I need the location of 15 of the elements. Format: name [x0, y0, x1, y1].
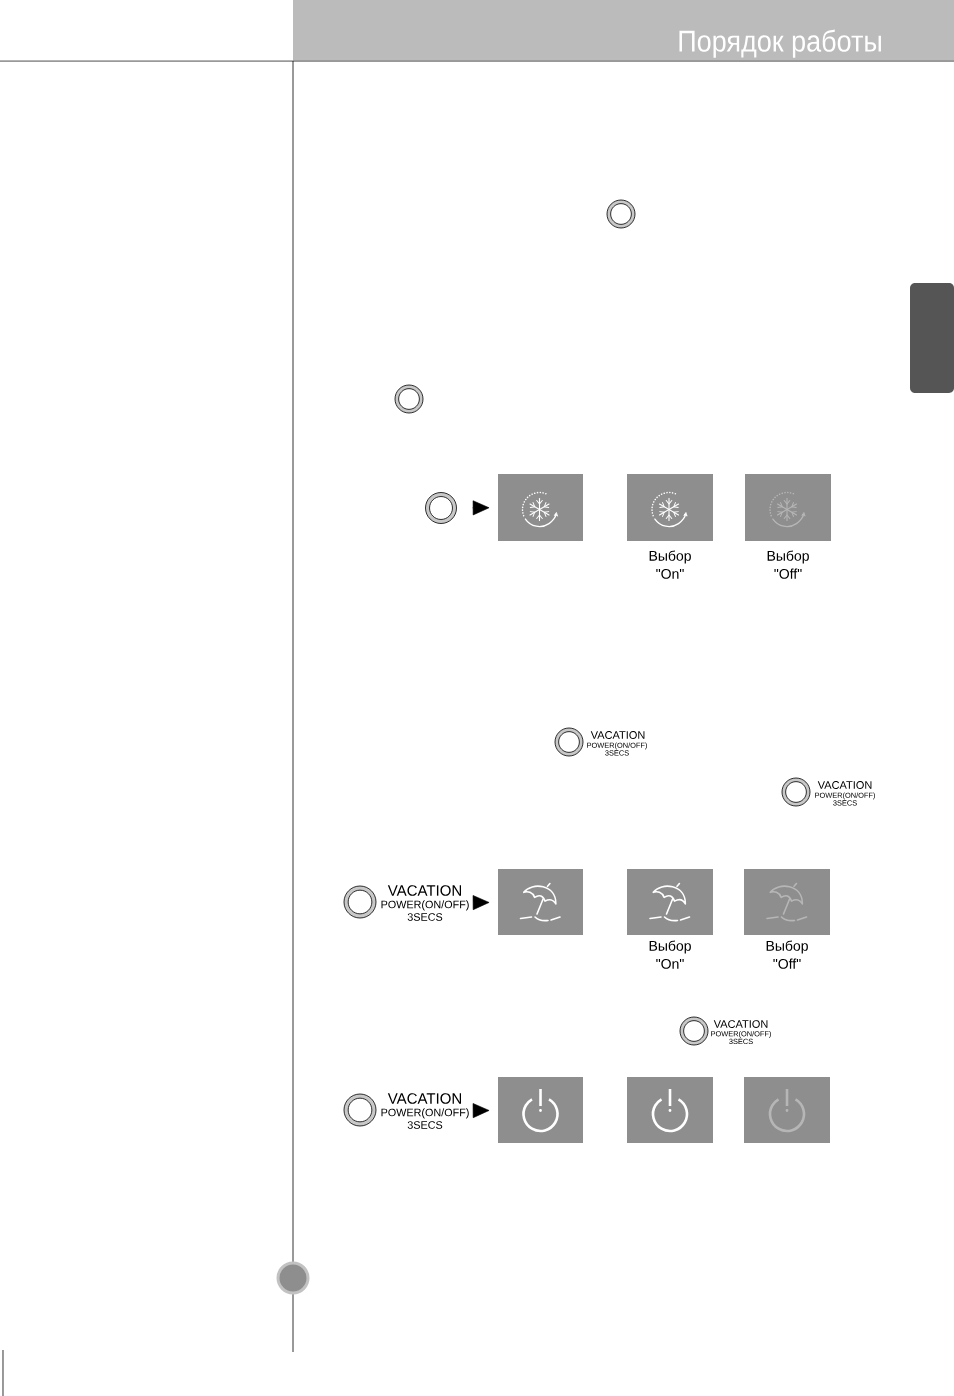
button-label: VACATION POWER(ON/OFF) 3SECS	[381, 1093, 469, 1129]
panel-caption: Выбор "Off"	[767, 550, 809, 579]
button-label: VACATION	[817, 781, 872, 789]
arrow	[472, 500, 490, 516]
page-title: Порядок работы	[679, 29, 881, 58]
panel-caption: Выбор "Off"	[766, 940, 808, 969]
button-icon	[425, 492, 457, 524]
side-tab	[910, 283, 954, 393]
arrow	[472, 895, 490, 910]
button-label: VACATION	[713, 1020, 768, 1028]
panel-caption: Выбор "On"	[649, 550, 691, 579]
arrow	[472, 1103, 490, 1118]
panel-caption: Выбор "On"	[649, 940, 691, 969]
button-label: VACATION	[590, 731, 645, 739]
button-label: VACATION POWER(ON/OFF) 3SECS	[381, 885, 469, 921]
